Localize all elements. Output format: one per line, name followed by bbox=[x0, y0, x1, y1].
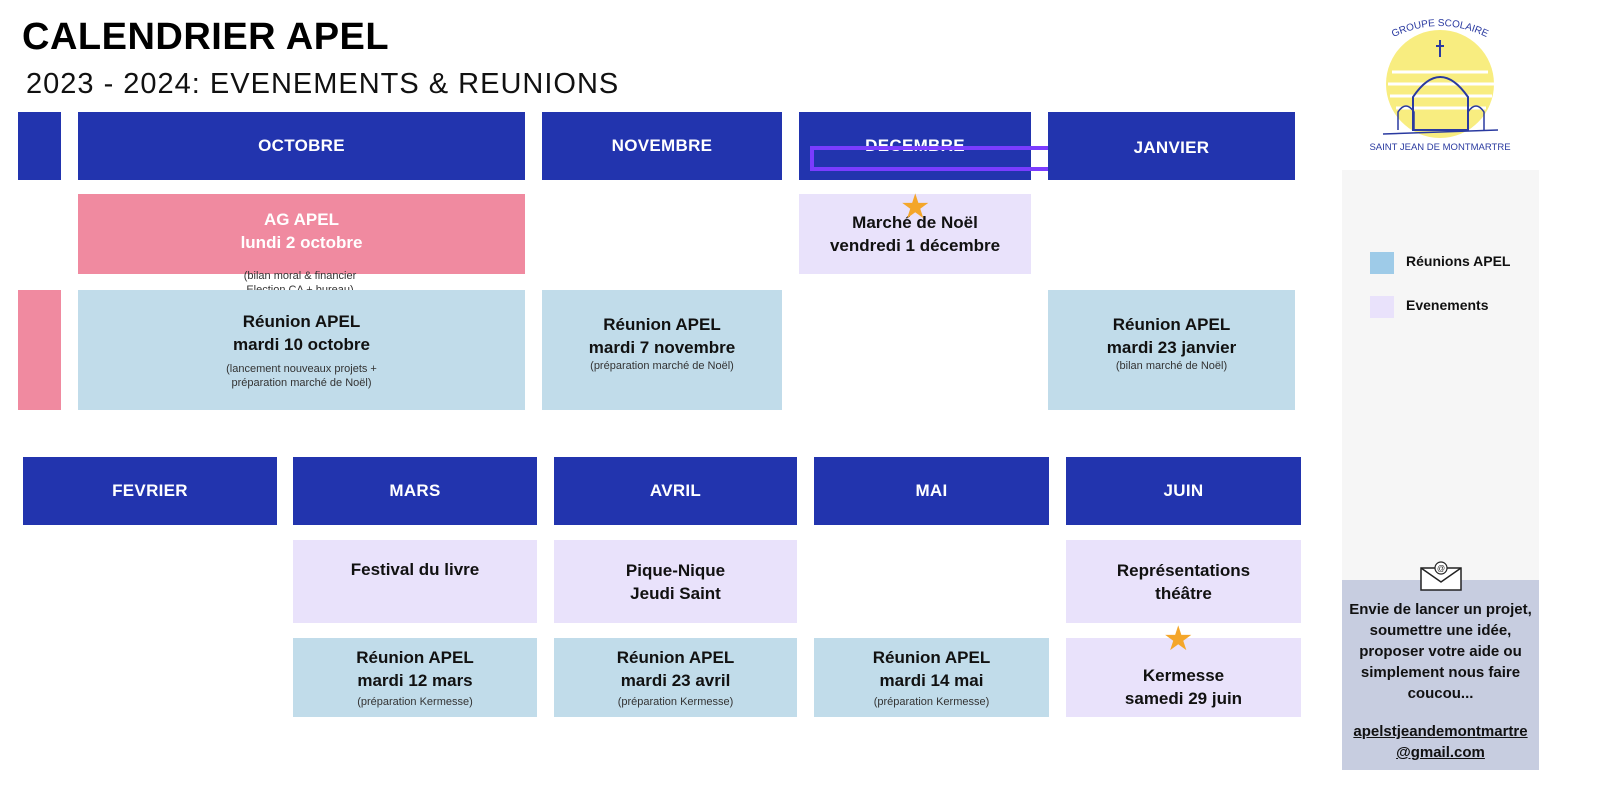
event-marche-noel: Marché de Noël vendredi 1 décembre bbox=[799, 194, 1031, 274]
event-title: Réunion APEL bbox=[356, 648, 474, 667]
event-title: Représentations bbox=[1116, 560, 1251, 580]
event-date: mardi 10 octobre bbox=[233, 335, 370, 354]
legend-evenement-swatch bbox=[1370, 296, 1394, 318]
event-note-line1: (lancement nouveaux projets + bbox=[226, 363, 377, 375]
event-date: samedi 29 juin bbox=[1124, 688, 1243, 708]
event-reunion-octobre: Réunion APEL mardi 10 octobre (lancement… bbox=[78, 290, 525, 410]
contact-message: Envie de lancer un projet, soumettre une… bbox=[1349, 601, 1532, 702]
event-title: Réunion APEL bbox=[1112, 315, 1231, 334]
month-header-septembre-stub bbox=[18, 112, 61, 180]
event-title: Festival du livre bbox=[350, 560, 480, 579]
contact-panel: @ Envie de lancer un projet, soumettre u… bbox=[1342, 561, 1539, 770]
event-note-line2: préparation marché de Noël) bbox=[231, 377, 372, 389]
event-date: mardi 7 novembre bbox=[588, 338, 736, 357]
mail-icon: @ bbox=[1419, 560, 1463, 592]
event-reunion-novembre: Réunion APEL mardi 7 novembre (préparati… bbox=[542, 290, 782, 410]
school-logo: GROUPE SCOLAIRE SAINT JEAN DE MONTMARTRE bbox=[1358, 12, 1523, 157]
event-date: mardi 23 janvier bbox=[1106, 338, 1237, 357]
event-title: Réunion APEL bbox=[242, 312, 361, 331]
logo-bottom-text: SAINT JEAN DE MONTMARTRE bbox=[1369, 142, 1510, 153]
event-date: mardi 23 avril bbox=[620, 671, 731, 690]
event-reunion-mars: Réunion APEL mardi 12 mars (préparation … bbox=[293, 638, 537, 717]
event-title: Kermesse bbox=[1142, 665, 1225, 685]
month-header-juin: JUIN bbox=[1066, 457, 1301, 525]
event-reunion-mai: Réunion APEL mardi 14 mai (préparation K… bbox=[814, 638, 1049, 717]
month-label-decembre: DECEMBRE bbox=[865, 136, 965, 155]
contact-email-line1[interactable]: apelstjeandemontmartre bbox=[1353, 723, 1528, 740]
event-reunion-avril: Réunion APEL mardi 23 avril (préparation… bbox=[554, 638, 797, 717]
event-note: (préparation Kermesse) bbox=[357, 696, 473, 708]
event-date: Jeudi Saint bbox=[630, 583, 721, 603]
event-theatre: Représentations théâtre bbox=[1066, 540, 1301, 623]
event-title: Réunion APEL bbox=[872, 648, 991, 667]
event-date: mardi 12 mars bbox=[357, 671, 473, 690]
legend-reunion-swatch bbox=[1370, 252, 1394, 274]
event-date: vendredi 1 décembre bbox=[829, 236, 1001, 255]
event-note-line1: (bilan moral & financier bbox=[243, 270, 357, 282]
legend-evenement-label: Evenements bbox=[1406, 297, 1489, 313]
event-kermesse: Kermesse samedi 29 juin bbox=[1066, 638, 1301, 717]
event-note: (préparation Kermesse) bbox=[617, 696, 734, 708]
event-ag-apel: AG APEL lundi 2 octobre bbox=[78, 194, 525, 274]
event-title: Marché de Noël bbox=[852, 213, 978, 232]
month-header-fevrier: FEVRIER bbox=[23, 457, 277, 525]
event-title: AG APEL bbox=[264, 210, 339, 229]
legend-panel: Réunions APEL Evenements bbox=[1342, 170, 1539, 580]
contact-email-line2[interactable]: @gmail.com bbox=[1396, 744, 1485, 761]
event-title: Réunion APEL bbox=[603, 315, 721, 334]
event-reunion-janvier: Réunion APEL mardi 23 janvier (bilan mar… bbox=[1048, 290, 1295, 410]
page-title: CALENDRIER APEL bbox=[22, 16, 390, 58]
star-icon: ★ bbox=[1163, 620, 1194, 658]
event-title: Réunion APEL bbox=[616, 648, 735, 667]
pink-stub-block bbox=[18, 290, 61, 410]
event-note: (préparation Kermesse) bbox=[873, 696, 990, 708]
month-header-janvier: JANVIER bbox=[1048, 112, 1295, 180]
event-title: Pique-Nique bbox=[625, 560, 726, 580]
event-festival-livre: Festival du livre bbox=[293, 540, 537, 623]
event-pique-nique: Pique-Nique Jeudi Saint bbox=[554, 540, 797, 623]
page-subtitle: 2023 - 2024: EVENEMENTS & REUNIONS bbox=[26, 68, 620, 100]
event-date: théâtre bbox=[1155, 583, 1212, 603]
event-date: lundi 2 octobre bbox=[240, 233, 363, 252]
month-header-mars: MARS bbox=[293, 457, 537, 525]
event-note: (bilan marché de Noël) bbox=[1115, 360, 1228, 372]
svg-text:@: @ bbox=[1437, 564, 1445, 573]
event-date: mardi 14 mai bbox=[879, 671, 984, 690]
month-header-novembre: NOVEMBRE bbox=[542, 112, 782, 180]
month-header-avril: AVRIL bbox=[554, 457, 797, 525]
star-icon: ★ bbox=[900, 188, 931, 226]
legend-reunion-label: Réunions APEL bbox=[1406, 253, 1511, 269]
decembre-highlight-outline bbox=[810, 146, 1057, 171]
event-note: (préparation marché de Noël) bbox=[590, 360, 734, 372]
month-header-octobre: OCTOBRE bbox=[78, 112, 525, 180]
month-header-mai: MAI bbox=[814, 457, 1049, 525]
